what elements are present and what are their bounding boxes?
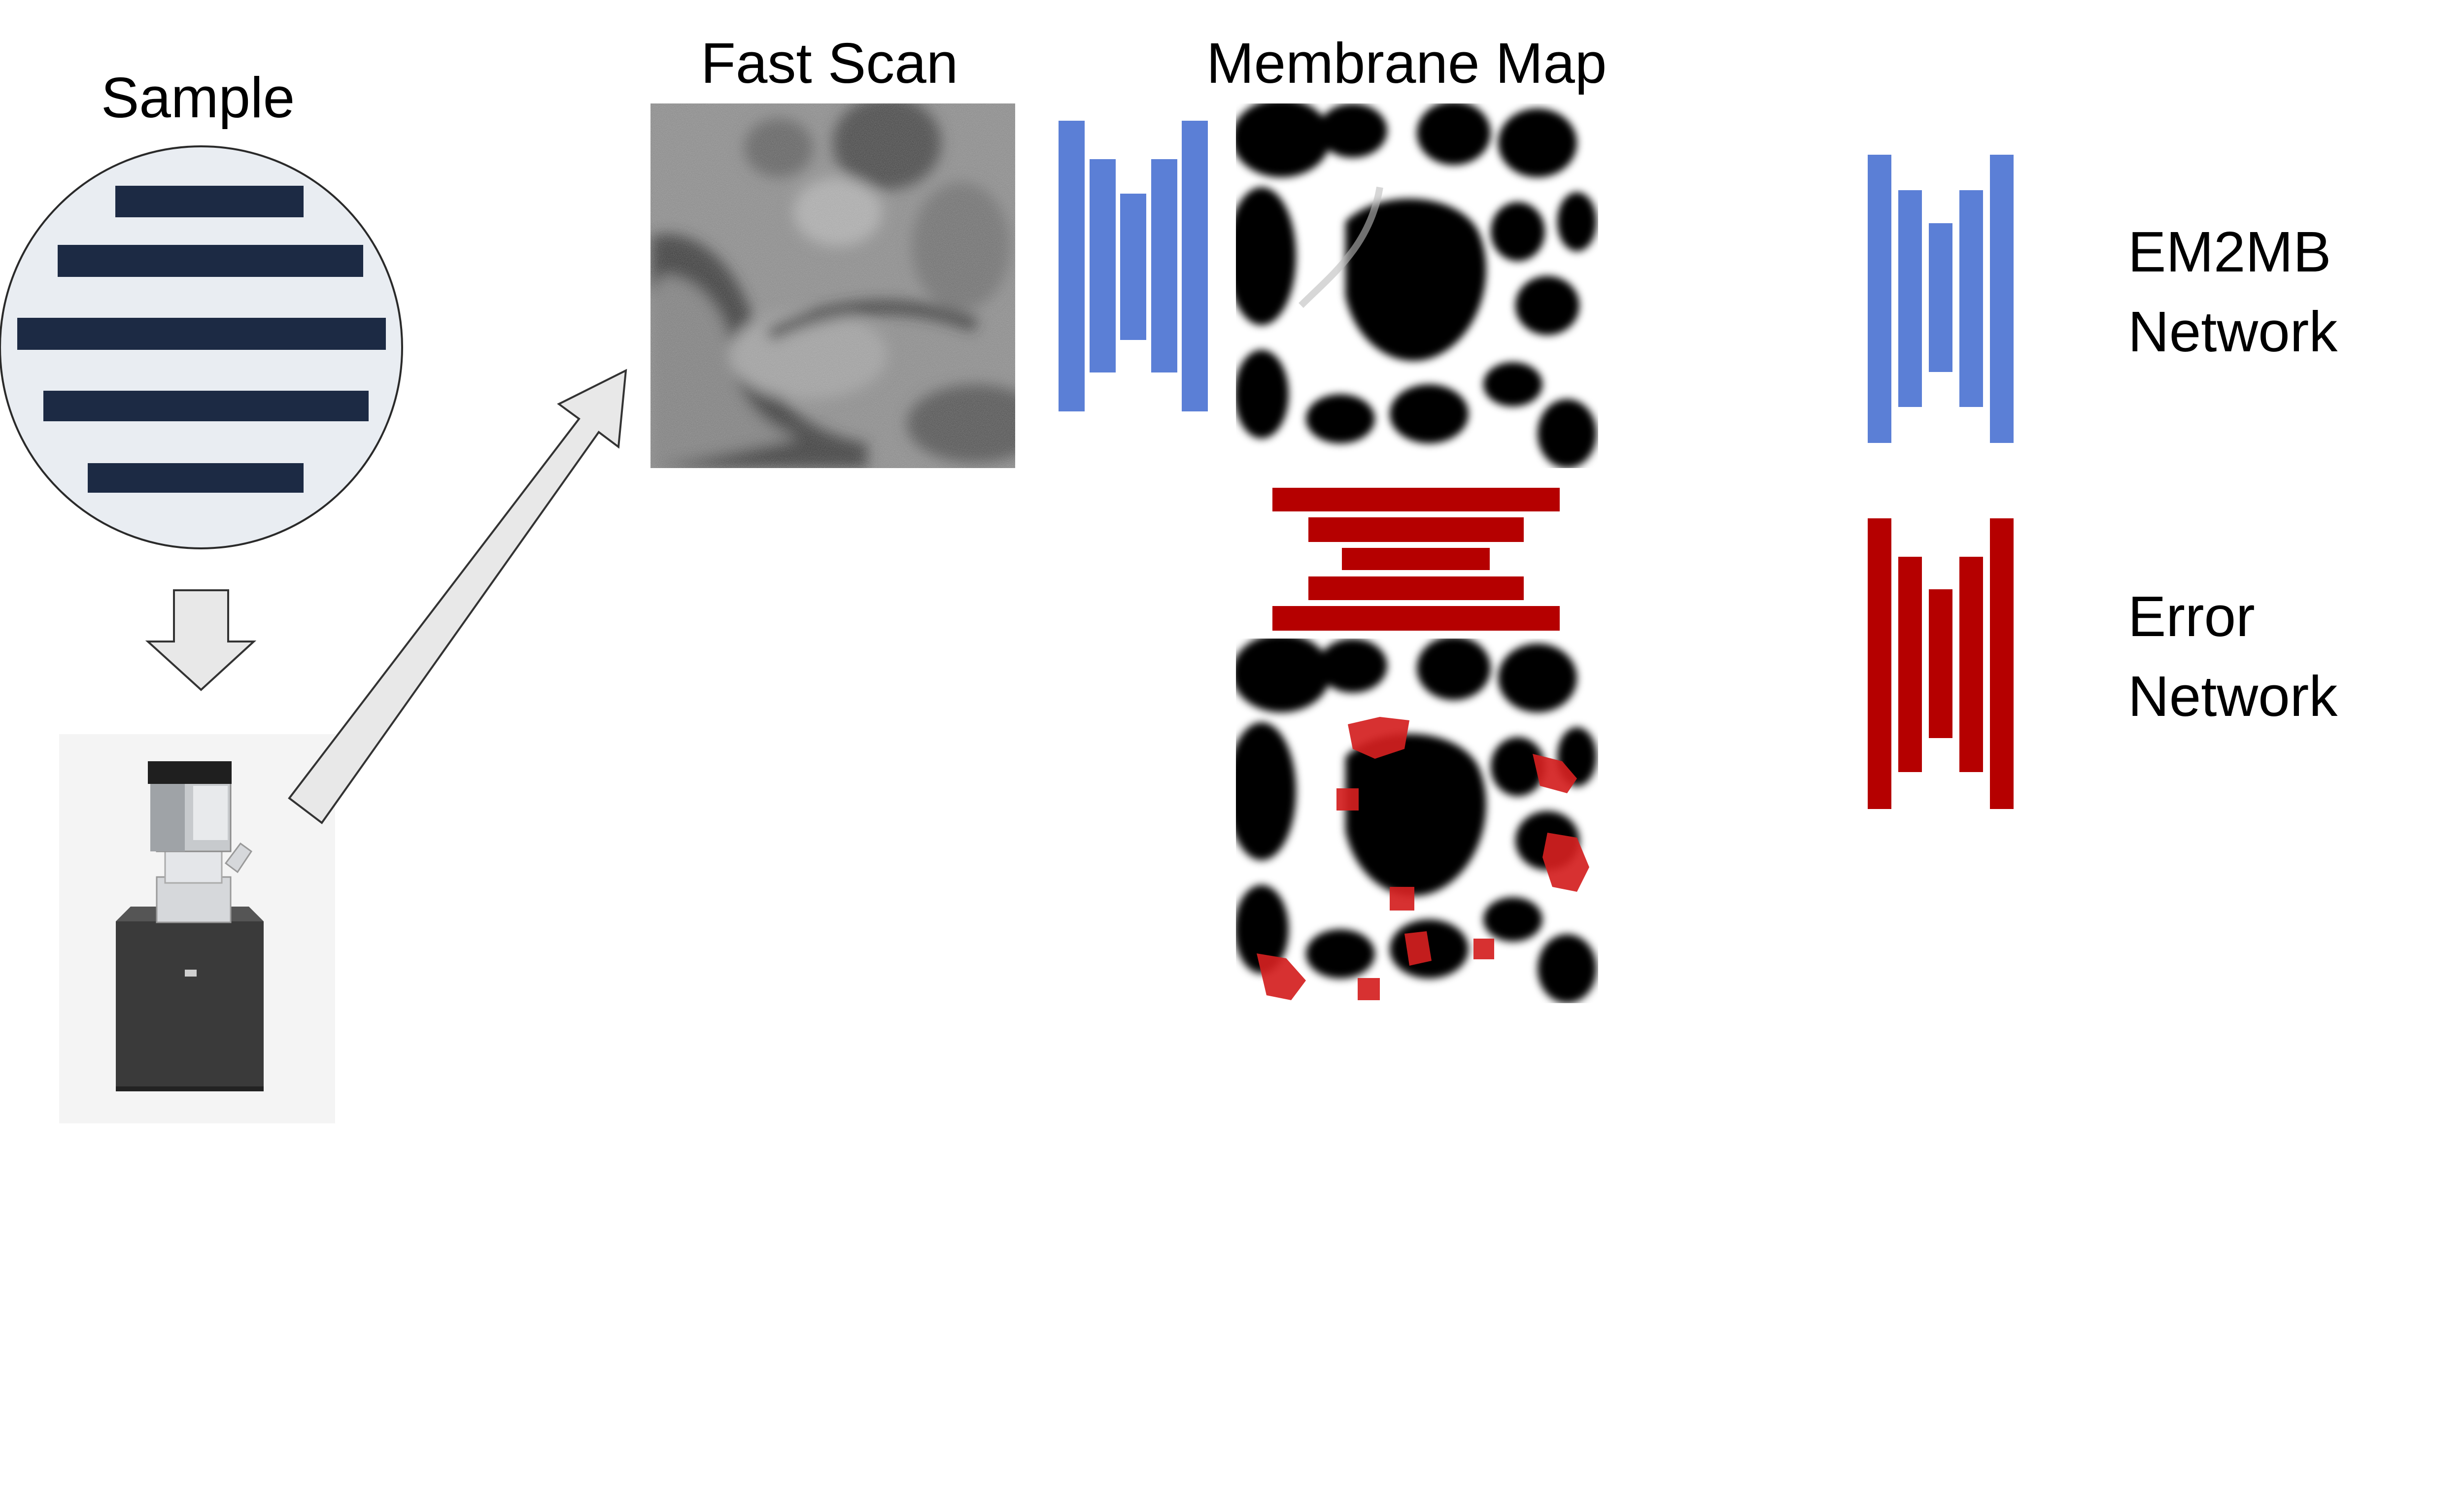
sample-strip [115,186,304,217]
em2mb-network-icon [1059,121,1208,411]
down-arrow-icon [145,589,257,691]
legend-em2mb-label: EM2MB Network [2128,212,2337,372]
legend-error-icon [1868,518,2014,809]
sample-strip [88,463,304,493]
legend-error-line1: Error [2128,584,2255,648]
sample-strip [43,391,369,421]
fast-scan-title: Fast Scan [701,31,958,95]
error-patches [1257,717,1589,1000]
legend-error-label: Error Network [2128,576,2337,737]
legend-em2mb-line2: Network [2128,300,2338,364]
legend-em2mb-icon [1868,155,2014,443]
fast-scan-image [650,103,1015,468]
membrane-map-title: Membrane Map [1206,31,1607,95]
legend-em2mb-line1: EM2MB [2128,220,2331,284]
sample-strip [58,245,363,277]
membrane-map-error-image [1236,639,1598,1003]
membrane-map-image [1236,103,1598,468]
legend-error-line2: Network [2128,664,2338,729]
sample-title: Sample [101,66,295,130]
sample-disk-icon [0,145,403,549]
sample-strip [17,318,386,350]
electron-microscope-icon [59,734,335,1123]
diagonal-arrow-icon [288,369,627,824]
error-network-icon [1272,488,1560,631]
